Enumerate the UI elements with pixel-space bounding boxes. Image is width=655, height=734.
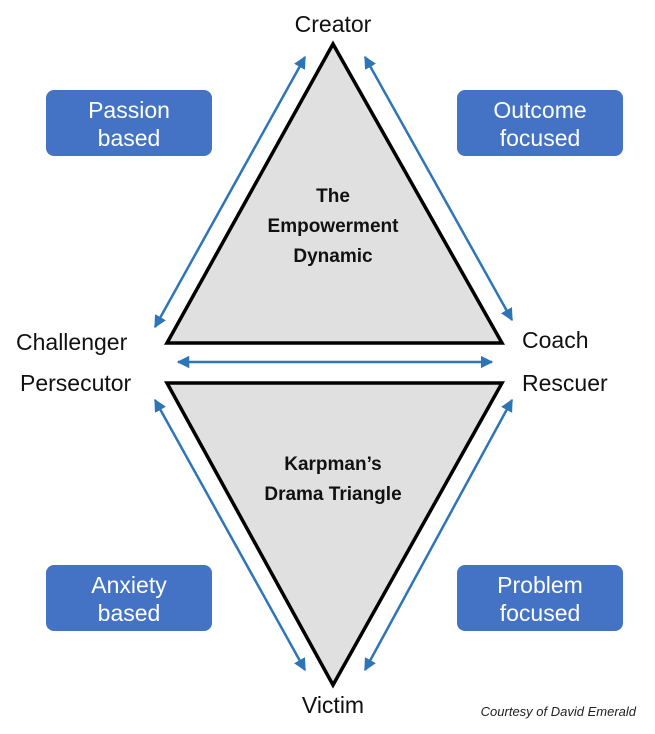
label-creator: Creator (295, 11, 372, 37)
label-rescuer: Rescuer (522, 370, 608, 396)
label-coach: Coach (522, 327, 588, 353)
box-passion-based: Passion based (46, 90, 212, 156)
label-persecutor: Persecutor (20, 370, 132, 396)
drama-triangle (164, 381, 505, 689)
arrow-challenger-creator (153, 55, 307, 329)
empowerment-title-line-1: The (316, 186, 350, 207)
empowerment-title-line-3: Dynamic (293, 246, 373, 267)
svg-text:focused: focused (500, 125, 581, 151)
svg-text:focused: focused (500, 600, 581, 626)
svg-text:Outcome: Outcome (493, 97, 586, 123)
label-challenger: Challenger (16, 329, 128, 355)
credit-text: Courtesy of David Emerald (481, 704, 637, 719)
svg-text:based: based (98, 125, 161, 151)
drama-title-line-2: Drama Triangle (264, 484, 401, 505)
arrow-rescuer-victim (363, 398, 514, 672)
box-outcome-focused: Outcome focused (457, 90, 623, 156)
svg-text:Passion: Passion (88, 97, 170, 123)
empowerment-title-line-2: Empowerment (268, 216, 400, 237)
arrow-persecutor-victim (153, 398, 307, 672)
arrow-creator-coach (363, 55, 514, 322)
svg-text:Problem: Problem (497, 572, 583, 598)
box-problem-focused: Problem focused (457, 565, 623, 631)
svg-text:based: based (98, 600, 161, 626)
drama-title-line-1: Karpman’s (284, 454, 382, 475)
svg-text:Anxiety: Anxiety (91, 572, 167, 598)
box-anxiety-based: Anxiety based (46, 565, 212, 631)
label-victim: Victim (302, 692, 364, 718)
